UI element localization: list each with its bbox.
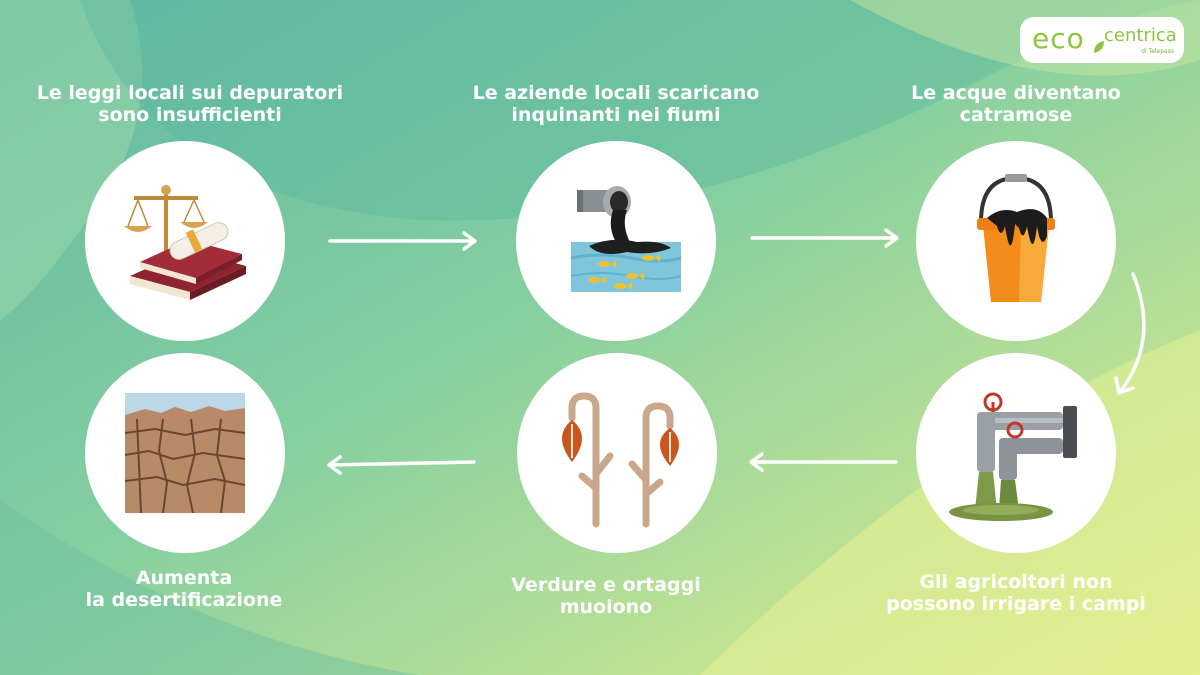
- logo-byline: di Telepass: [1141, 48, 1174, 55]
- ecocentrica-logo[interactable]: eco centrica di Telepass: [1020, 17, 1184, 63]
- step-6-circle: [85, 353, 285, 553]
- step-4-label: Gli agricoltori non possono irrigare i c…: [886, 571, 1146, 615]
- step-2-label: Le aziende locali scaricano inquinanti n…: [472, 82, 760, 126]
- arrow-step4-to-step5: [749, 452, 898, 472]
- pipe-pollution-river-icon: [570, 186, 682, 292]
- tar-bucket-icon: [977, 174, 1055, 302]
- step-2-circle: [516, 141, 716, 341]
- wilted-plants-icon: [562, 392, 679, 528]
- step-3-label: Le acque diventano catramose: [911, 82, 1121, 126]
- arrow-step2-to-step3: [750, 228, 899, 248]
- step-4-circle: [916, 353, 1116, 553]
- arrow-step5-to-step6: [327, 455, 476, 475]
- cracked-desert-icon: [125, 393, 245, 513]
- leaf-icon: [1094, 41, 1104, 53]
- logo-eco-text: eco: [1032, 22, 1085, 55]
- polluted-irrigation-pipes-icon: [949, 392, 1077, 521]
- step-3-circle: [916, 141, 1116, 341]
- arrow-step1-to-step2: [328, 231, 477, 251]
- step-1-label: Le leggi locali sui depuratori sono insu…: [36, 82, 344, 126]
- logo-centrica-text: centrica: [1104, 25, 1177, 46]
- step-1-circle: [85, 141, 285, 341]
- step-5-circle: [517, 353, 717, 553]
- step-6-label: Aumenta la desertificazione: [85, 567, 283, 611]
- arrow-step3-to-step4: [1114, 272, 1146, 395]
- step-5-label: Verdure e ortaggi muoiono: [511, 574, 701, 618]
- scales-law-books-icon: [124, 185, 246, 300]
